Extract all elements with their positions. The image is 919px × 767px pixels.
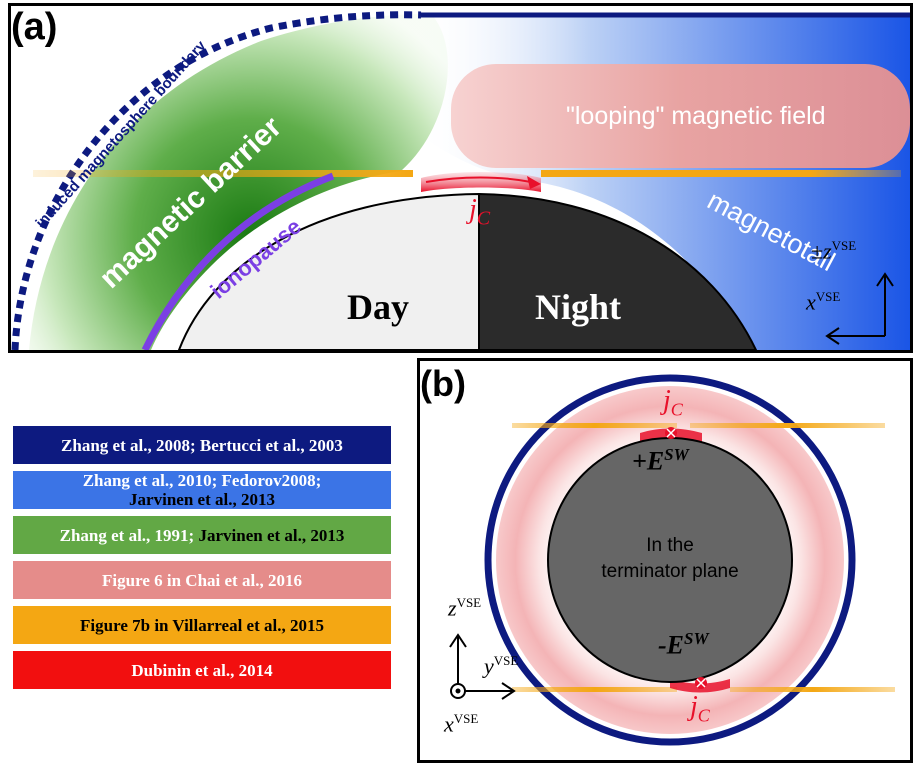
terminator-plane-label: In the terminator plane bbox=[570, 533, 770, 585]
orange-line-bottom-left bbox=[512, 687, 677, 692]
axis-sup: VSE bbox=[456, 595, 482, 610]
magnetic-barrier-region bbox=[29, 14, 448, 350]
axis-sup: VSE bbox=[453, 711, 479, 726]
current-symbol: j bbox=[690, 691, 698, 722]
current-arrow bbox=[425, 176, 532, 183]
current-into-page-marker-top bbox=[665, 427, 677, 439]
axis-z-label-b: zVSE bbox=[448, 595, 481, 621]
axis-y-label-b: yVSE bbox=[484, 653, 518, 679]
current-label-b-bottom: jC bbox=[690, 691, 710, 727]
minus-e-label: -ESW bbox=[658, 629, 709, 661]
panel-a-label: (a) bbox=[11, 6, 58, 48]
legend-text: Jarvinen et al., 2013 bbox=[198, 525, 345, 545]
legend-text: Figure 6 in Chai et al., 2016 bbox=[102, 570, 302, 590]
plus-e-label: +ESW bbox=[632, 445, 689, 477]
axis-y-symbol: y bbox=[484, 653, 494, 679]
axis-z-symbol: ±z bbox=[811, 238, 832, 264]
induced-magnetosphere-boundary bbox=[11, 11, 422, 350]
axis-z-sup: VSE bbox=[831, 238, 857, 253]
current-subscript: C bbox=[697, 705, 710, 726]
e-superscript: SW bbox=[664, 445, 689, 464]
legend-text: Jarvinen et al., 2013 bbox=[129, 490, 275, 509]
axis-x-label-a: xVSE bbox=[806, 289, 840, 315]
minus-e-symbol: -E bbox=[658, 630, 684, 660]
panel-b: (b) jC jC +ESW -ESW In the terminator pl… bbox=[417, 358, 913, 763]
e-superscript: SW bbox=[684, 629, 709, 648]
orange-line-left bbox=[33, 170, 413, 177]
orange-line-top-right bbox=[690, 423, 885, 428]
axis-x-symbol: x bbox=[806, 289, 816, 315]
axis-z-label-a: ±zVSE bbox=[811, 238, 856, 264]
day-label: Day bbox=[347, 287, 409, 327]
planet-night-side bbox=[478, 192, 758, 350]
legend-text: Zhang et al., 2010; Fedorov2008; bbox=[82, 471, 322, 490]
boundary-ring-b bbox=[484, 374, 856, 746]
axis-indicator-b bbox=[449, 633, 516, 700]
axis-x-sup: VSE bbox=[815, 289, 841, 304]
axis-sup: VSE bbox=[493, 653, 519, 668]
ionopause-line bbox=[141, 172, 335, 350]
orange-line-right bbox=[541, 170, 901, 177]
legend-row: Figure 7b in Villarreal et al., 2015 bbox=[13, 606, 391, 644]
night-label: Night bbox=[535, 287, 622, 327]
axis-indicator-a bbox=[825, 272, 894, 345]
current-arrow-head bbox=[527, 176, 541, 189]
panel-a-diagram bbox=[11, 11, 910, 350]
axis-z-symbol: z bbox=[448, 595, 457, 621]
current-label-b-top: jC bbox=[663, 385, 683, 421]
plus-e-symbol: +E bbox=[632, 446, 665, 476]
looping-field-label: "looping" magnetic field bbox=[566, 102, 826, 130]
panel-b-diagram bbox=[449, 374, 895, 746]
terminator-line-1: In the bbox=[646, 535, 694, 556]
terminator-line-2: terminator plane bbox=[601, 561, 739, 582]
orange-line-bottom-right bbox=[730, 687, 895, 692]
current-subscript: C bbox=[476, 207, 491, 230]
legend-text: Dubinin et al., 2014 bbox=[131, 660, 273, 680]
legend: Zhang et al., 2008; Bertucci et al., 200… bbox=[13, 426, 391, 696]
current-symbol: j bbox=[469, 194, 477, 225]
current-into-page-marker-bottom bbox=[695, 677, 707, 689]
legend-text: Zhang et al., 1991; bbox=[59, 525, 199, 545]
panel-b-label: (b) bbox=[420, 363, 466, 404]
legend-row: Dubinin et al., 2014 bbox=[13, 651, 391, 689]
current-subscript: C bbox=[670, 399, 683, 420]
legend-text: Zhang et al., 2008; Bertucci et al., 200… bbox=[61, 435, 343, 455]
legend-row: Zhang et al., 2008; Bertucci et al., 200… bbox=[13, 426, 391, 464]
legend-text: Figure 7b in Villarreal et al., 2015 bbox=[80, 615, 324, 635]
orange-line-top-left bbox=[512, 423, 677, 428]
axis-x-symbol: x bbox=[444, 711, 454, 737]
legend-row: Figure 6 in Chai et al., 2016 bbox=[13, 561, 391, 599]
planet-day-side bbox=[177, 192, 480, 350]
current-label-a: jC bbox=[469, 194, 490, 231]
current-symbol: j bbox=[663, 385, 671, 416]
panel-a: (a) induced magnetosphere boundary magne… bbox=[8, 3, 913, 353]
looping-field-region bbox=[451, 64, 910, 168]
axis-x-label-b: xVSE bbox=[444, 711, 478, 737]
current-sheet bbox=[421, 172, 541, 192]
legend-row: Zhang et al., 2010; Fedorov2008; Jarvine… bbox=[13, 471, 391, 509]
legend-row: Zhang et al., 1991; Jarvinen et al., 201… bbox=[13, 516, 391, 554]
